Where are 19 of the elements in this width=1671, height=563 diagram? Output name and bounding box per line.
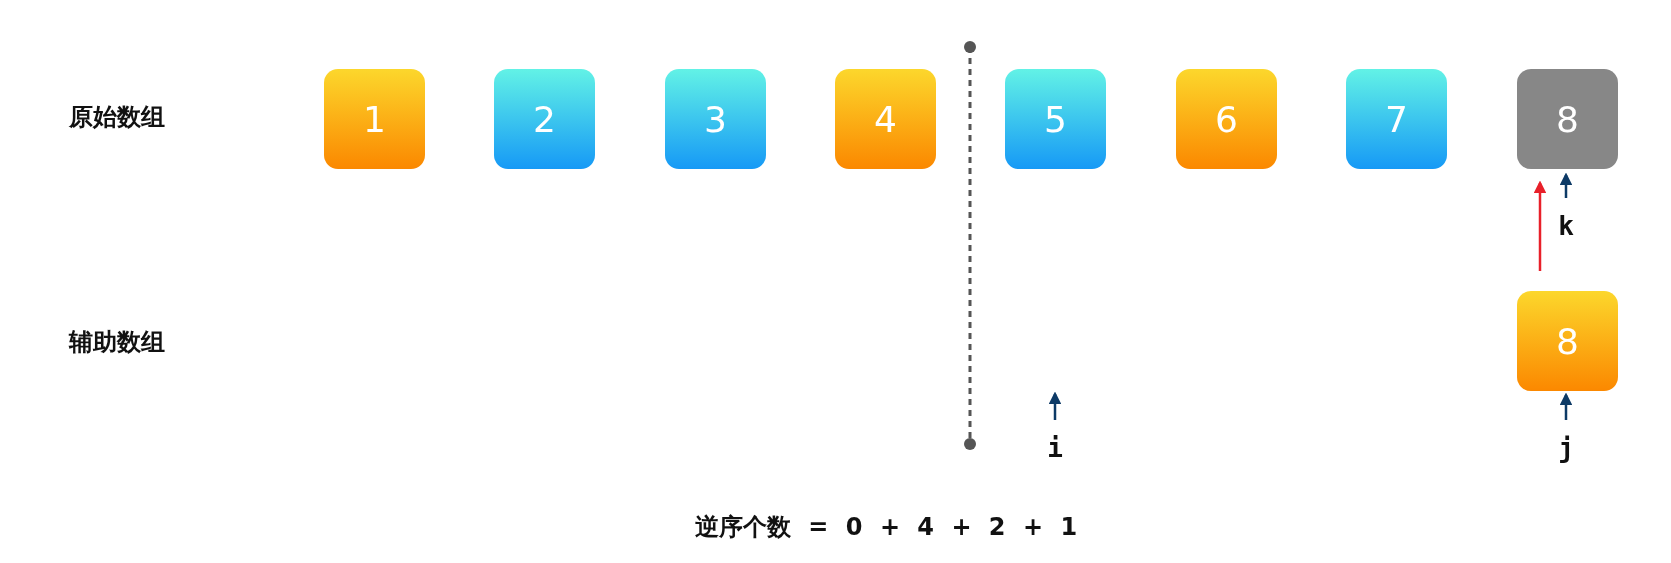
array-cell: 8 bbox=[1517, 291, 1618, 391]
arrow bbox=[1559, 172, 1573, 198]
row-label: 原始数组 bbox=[69, 102, 165, 132]
pointer-label: i bbox=[1041, 434, 1069, 464]
array-cell: 6 bbox=[1176, 69, 1277, 169]
array-cell: 3 bbox=[665, 69, 766, 169]
array-cell: 4 bbox=[835, 69, 936, 169]
array-cell: 1 bbox=[324, 69, 425, 169]
arrow bbox=[1559, 392, 1573, 420]
array-cell: 5 bbox=[1005, 69, 1106, 169]
array-cell: 2 bbox=[494, 69, 595, 169]
array-cell: 8 bbox=[1517, 69, 1618, 169]
arrow bbox=[1533, 180, 1547, 271]
row-label: 辅助数组 bbox=[69, 327, 165, 357]
pointer-label: j bbox=[1552, 434, 1580, 464]
arrow bbox=[1048, 391, 1062, 420]
pointer-label: k bbox=[1552, 212, 1580, 242]
array-cell: 7 bbox=[1346, 69, 1447, 169]
formula-text: 逆序个数 = 0 + 4 + 2 + 1 bbox=[695, 512, 1078, 542]
